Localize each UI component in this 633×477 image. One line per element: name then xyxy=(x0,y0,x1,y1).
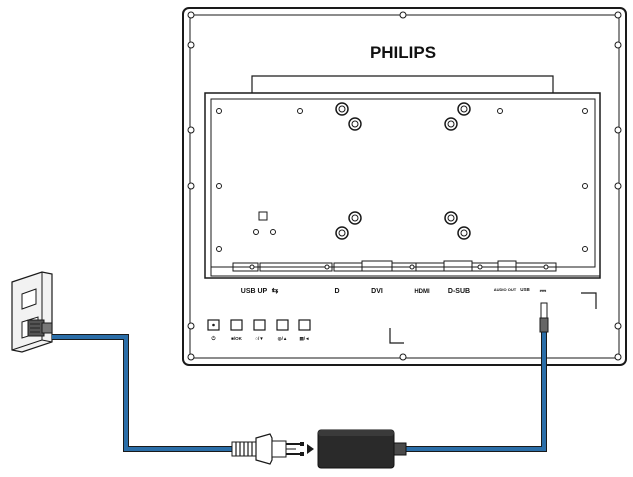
port-label-usb-symbol: ⇆ xyxy=(272,286,279,295)
ac-plug xyxy=(231,433,314,465)
up-button[interactable] xyxy=(276,319,289,331)
port-label-usb-dc: USB xyxy=(520,287,530,292)
port-label-audio-out: AUDIO OUT xyxy=(494,287,517,292)
port-label-dvi: DVI xyxy=(371,288,383,295)
vesa-mount-holes xyxy=(335,102,471,240)
port-label-usb-up: USB UP xyxy=(241,288,268,295)
wall-outlet xyxy=(11,271,53,353)
power-cable xyxy=(52,334,232,452)
mounting-panel xyxy=(204,92,601,279)
power-adapter xyxy=(317,429,407,469)
dc-plug xyxy=(539,302,549,333)
button-label-back: ▤/◄ xyxy=(300,336,310,341)
connector-strip xyxy=(210,260,600,277)
button-label-menu-ok: ■/OK xyxy=(231,336,242,341)
security-lock-slot xyxy=(253,211,276,235)
port-label-dc-in: ⎓ xyxy=(540,286,547,295)
port-label-dsub: D-SUB xyxy=(448,288,470,295)
corner-screws xyxy=(187,11,622,361)
button-label-down: ○/▼ xyxy=(255,336,263,341)
button-label-up: ◎/▲ xyxy=(278,336,288,341)
button-label-power: ⏻ xyxy=(212,336,216,342)
monitor-back: PHILIPS xyxy=(182,7,627,366)
port-label-hdmi: HDMI xyxy=(414,289,430,295)
dc-cable xyxy=(392,330,547,452)
menu-ok-button[interactable] xyxy=(230,319,243,331)
down-button[interactable] xyxy=(253,319,266,331)
outlet-plug xyxy=(27,319,53,337)
port-label-displayport: D xyxy=(334,288,339,295)
stand-guide-left xyxy=(389,328,404,344)
back-button[interactable] xyxy=(298,319,311,331)
brand-logo: PHILIPS xyxy=(370,43,436,62)
port-labels: USB UP ⇆ D DVI HDMI D-SUB AUDIO OUT USB … xyxy=(241,286,547,295)
stand-guide-right xyxy=(581,292,597,309)
power-button[interactable] xyxy=(207,319,220,331)
control-buttons: ⏻ ■/OK ○/▼ ◎/▲ ▤/◄ xyxy=(207,319,311,342)
